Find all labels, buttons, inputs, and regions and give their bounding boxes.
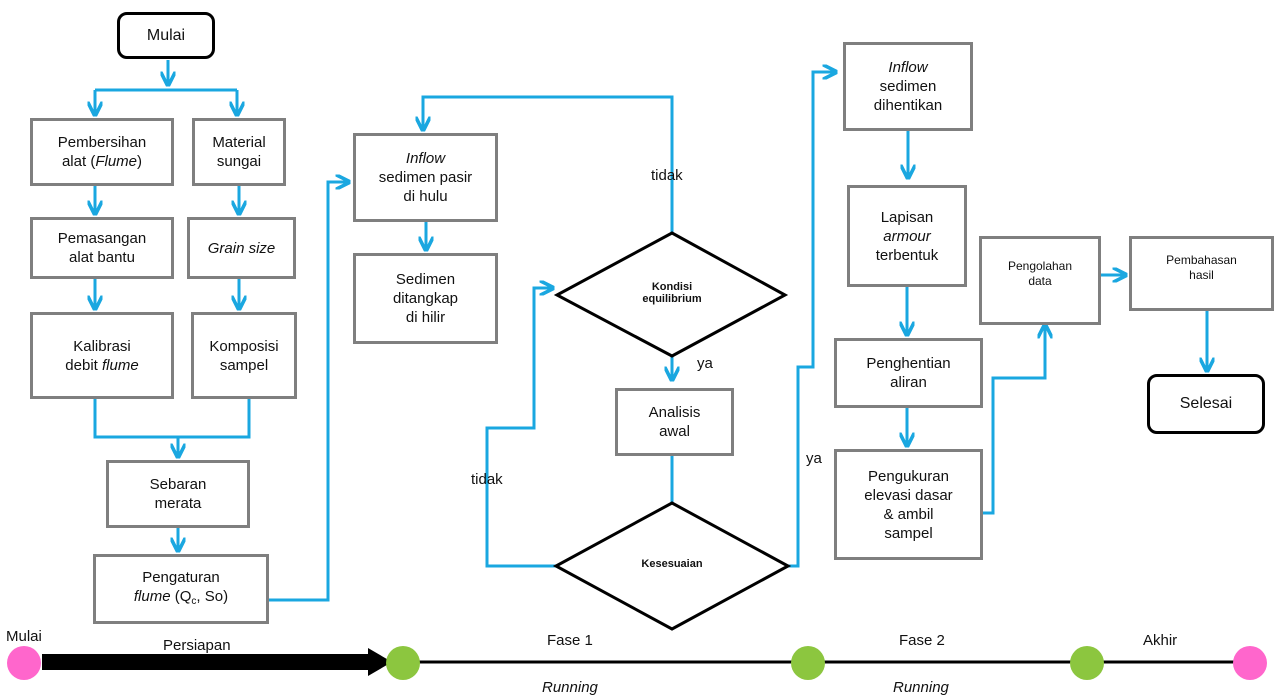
node-sedimen-line3: di hilir — [405, 309, 446, 326]
node-inflow-hulu-line2: sedimen pasir — [378, 169, 473, 186]
node-inflow-hulu-line3: di hulu — [403, 188, 448, 205]
node-komposisi-line1: Komposisi — [209, 337, 279, 355]
node-pemasangan-line1: Pemasangan — [57, 230, 147, 247]
start-node: Mulai — [117, 12, 215, 59]
node-lapisan-line2: armour — [883, 227, 931, 245]
node-inflow-dihentikan-line2: sedimen — [879, 78, 937, 95]
timeline-start-dot — [7, 646, 41, 680]
label-ya-right: ya — [806, 450, 822, 467]
node-pengaturan: Pengaturan flume (Qc, So) — [93, 554, 269, 624]
node-pengaturan-line2b: (Q — [170, 587, 192, 605]
node-grain-size-label: Grain size — [207, 239, 276, 257]
node-penghentian-line2: aliran — [890, 374, 927, 391]
node-material: Material sungai — [192, 118, 286, 186]
node-penghentian-line1: Penghentian — [866, 355, 951, 372]
timeline-start-label: Mulai — [6, 628, 42, 645]
node-inflow-hulu-line1: Inflow — [405, 150, 446, 167]
node-material-line2: sungai — [216, 153, 262, 170]
node-penghentian: Penghentian aliran — [834, 338, 983, 408]
timeline-fase1-dot — [386, 646, 420, 680]
node-sebaran: Sebaran merata — [106, 460, 250, 528]
node-inflow-dihentikan-line1: Inflow — [888, 59, 928, 76]
node-material-line1: Material — [212, 134, 266, 151]
node-pembahasan-line2: hasil — [1189, 268, 1214, 282]
node-pembersihan-line2a: alat ( — [61, 153, 96, 170]
node-lapisan-line3: terbentuk — [875, 246, 939, 264]
node-lapisan-line1: Lapisan — [880, 208, 934, 226]
label-ya-mid: ya — [697, 355, 713, 372]
node-pembersihan: Pembersihan alat (Flume) — [30, 118, 174, 186]
timeline-fase1-label: Fase 1 — [547, 632, 593, 649]
node-pengukuran-line1: Pengukuran — [868, 467, 949, 485]
decision-kondisi-line2: equilibrium — [642, 293, 702, 305]
node-pengaturan-line2a: flume — [133, 587, 171, 605]
node-pemasangan: Pemasangan alat bantu — [30, 217, 174, 279]
node-pengolahan-line2: data — [1028, 274, 1052, 288]
node-sebaran-line2: merata — [154, 495, 202, 512]
timeline-akhir-label: Akhir — [1143, 632, 1178, 649]
decision-kondisi-label: Kondisi equilibrium — [612, 281, 732, 305]
timeline-akhir-dot — [1070, 646, 1104, 680]
node-pembersihan-line2b: Flume — [95, 153, 138, 170]
node-analisis-line1: Analisis — [648, 404, 701, 421]
node-pengaturan-line2d: , So) — [196, 587, 229, 605]
node-pengukuran-line4: sampel — [884, 524, 933, 542]
node-kalibrasi-line2b: flume — [102, 356, 139, 374]
node-pengaturan-line2c: c — [191, 595, 197, 607]
node-pengolahan: Pengolahan data — [979, 236, 1101, 325]
node-sebaran-line1: Sebaran — [149, 476, 207, 493]
node-pengolahan-line1: Pengolahan — [1007, 259, 1073, 273]
node-analisis-line2: awal — [659, 423, 690, 440]
node-pemasangan-line2: alat bantu — [69, 249, 135, 266]
node-kalibrasi-line1: Kalibrasi — [73, 337, 131, 355]
node-pembersihan-line2c: ) — [137, 153, 143, 170]
node-sedimen-line1: Sedimen — [395, 271, 456, 288]
decision-kesesuaian-text: Kesesuaian — [641, 558, 703, 570]
node-grain-size: Grain size — [187, 217, 296, 279]
timeline-running1-label: Running — [542, 679, 598, 696]
node-pengukuran-line3: & ambil — [883, 505, 934, 523]
label-tidak-top: tidak — [651, 167, 683, 184]
node-inflow-dihentikan: Inflow sedimen dihentikan — [843, 42, 973, 131]
node-pembahasan-line1: Pembahasan — [1166, 253, 1237, 267]
node-kalibrasi-line2a: debit — [65, 356, 102, 374]
node-kalibrasi: Kalibrasi debit flume — [30, 312, 174, 399]
node-pembahasan: Pembahasan hasil — [1129, 236, 1274, 311]
timeline-fase2-label: Fase 2 — [899, 632, 945, 649]
node-komposisi: Komposisi sampel — [191, 312, 297, 399]
node-pengukuran-line2: elevasi dasar — [864, 486, 953, 504]
decision-kesesuaian-label: Kesesuaian — [612, 558, 732, 570]
node-pengukuran: Pengukuran elevasi dasar & ambil sampel — [834, 449, 983, 560]
timeline-persiapan-label: Persiapan — [163, 637, 231, 654]
node-pembersihan-line1: Pembersihan — [57, 134, 147, 151]
node-analisis: Analisis awal — [615, 388, 734, 456]
timeline-end-dot — [1233, 646, 1267, 680]
node-sedimen-line2: ditangkap — [392, 290, 459, 307]
timeline-running2-label: Running — [893, 679, 949, 696]
timeline-fase2-dot — [791, 646, 825, 680]
decision-kondisi-shape — [553, 231, 789, 358]
decision-kondisi-line1: Kondisi — [651, 281, 693, 293]
end-node: Selesai — [1147, 374, 1265, 434]
node-inflow-hulu: Inflow sedimen pasir di hulu — [353, 133, 498, 222]
persiapan-arrow — [42, 648, 392, 676]
node-komposisi-line2: sampel — [219, 356, 269, 374]
label-tidak-left: tidak — [471, 471, 503, 488]
node-inflow-dihentikan-line3: dihentikan — [873, 97, 943, 114]
node-pengaturan-line1: Pengaturan — [142, 568, 220, 586]
node-sedimen-hilir: Sedimen ditangkap di hilir — [353, 253, 498, 344]
end-node-label: Selesai — [1179, 395, 1233, 412]
decision-kesesuaian-shape — [552, 501, 792, 631]
node-lapisan: Lapisan armour terbentuk — [847, 185, 967, 287]
